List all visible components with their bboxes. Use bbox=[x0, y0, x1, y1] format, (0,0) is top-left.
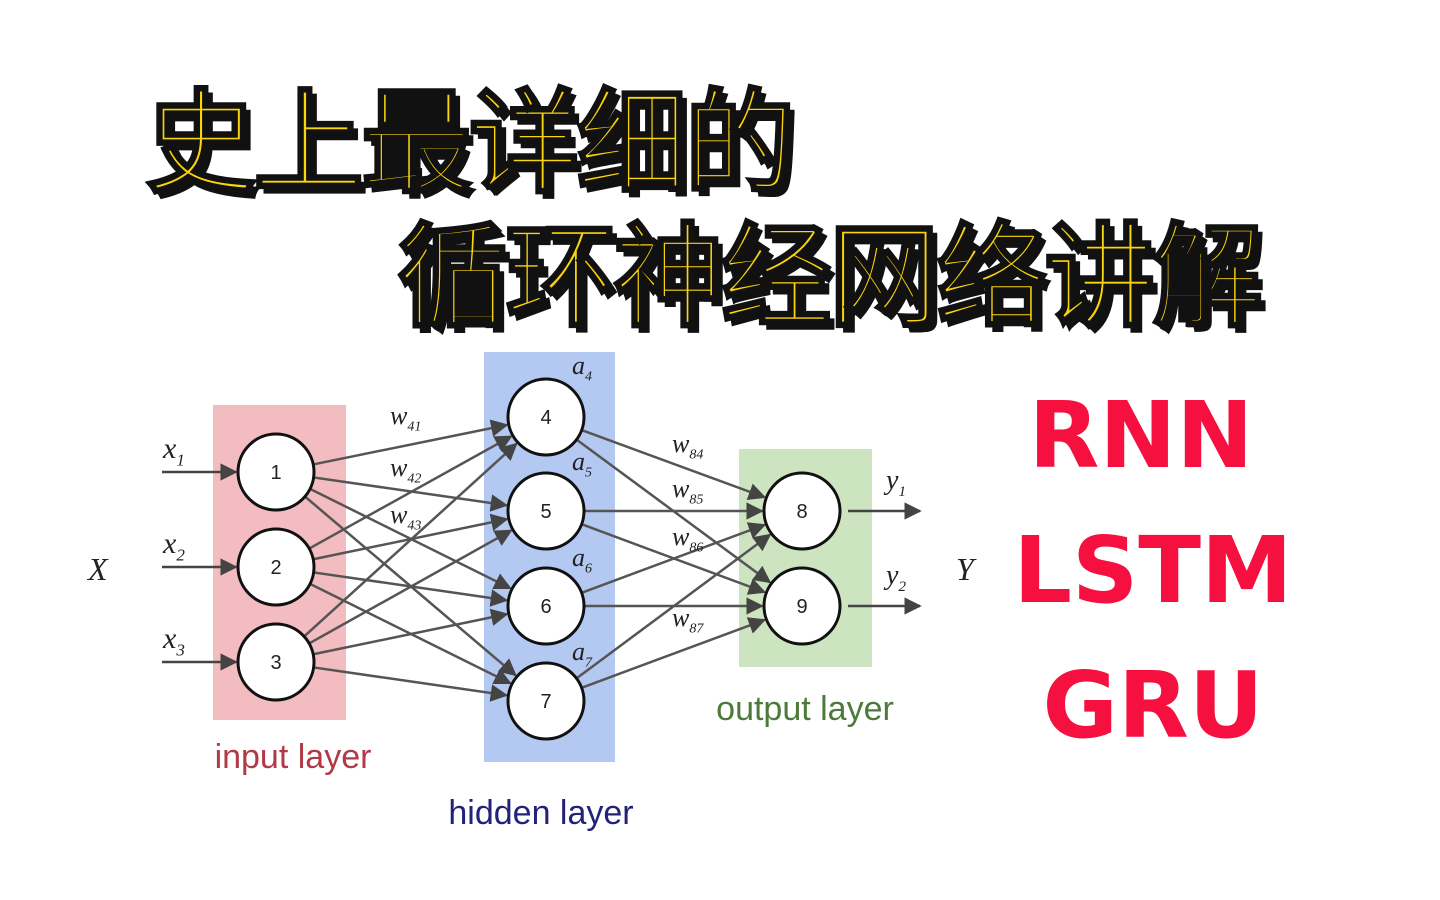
weight-label: w41 bbox=[390, 401, 421, 435]
title-line-1: 史上最详细的 bbox=[145, 79, 797, 209]
neuron-node bbox=[762, 566, 842, 646]
connection-edge bbox=[308, 435, 513, 550]
weight-label: w87 bbox=[672, 603, 704, 637]
weight-label: w85 bbox=[672, 474, 703, 508]
neuron-node bbox=[506, 661, 586, 741]
weight-label: w84 bbox=[672, 429, 703, 463]
weight-label: w86 bbox=[672, 522, 703, 556]
neuron-node bbox=[236, 622, 316, 702]
neuron-node bbox=[762, 471, 842, 551]
connection-edge bbox=[313, 666, 509, 702]
neuron-node bbox=[236, 432, 316, 512]
connection-edge bbox=[581, 428, 767, 500]
neuron-node bbox=[506, 471, 586, 551]
output-variable-label: y1 bbox=[883, 465, 906, 500]
connection-edge bbox=[312, 608, 509, 656]
input-variable-label: x3 bbox=[162, 622, 185, 660]
input-vector-symbol: X bbox=[86, 551, 109, 587]
input-variable-label: x1 bbox=[162, 432, 185, 470]
neuron-label: 7 bbox=[540, 691, 551, 713]
activation-label: a7 bbox=[572, 637, 593, 671]
connection-edge bbox=[581, 522, 767, 594]
activation-label: a4 bbox=[572, 351, 592, 385]
input-variable-label: x2 bbox=[162, 527, 185, 565]
neuron-label: 3 bbox=[270, 652, 281, 674]
title-line-2: 循环神经网络讲解 bbox=[397, 213, 1264, 343]
activation-label: a6 bbox=[572, 543, 592, 577]
neuron-label: 9 bbox=[796, 596, 807, 618]
connection-edge bbox=[308, 529, 513, 645]
neuron-node bbox=[236, 527, 316, 607]
acronym-gru: GRU bbox=[1042, 652, 1264, 759]
neuron-label: 4 bbox=[540, 407, 551, 429]
output-vector-symbol: Y bbox=[956, 551, 977, 587]
connection-edge bbox=[581, 617, 767, 689]
weight-label: w42 bbox=[390, 453, 421, 487]
layer-name-label: hidden layer bbox=[448, 794, 633, 832]
layer-name-label: input layer bbox=[215, 738, 372, 776]
acronym-rnn: RNN bbox=[1028, 382, 1254, 489]
connection-edge bbox=[312, 419, 509, 466]
connection-edge bbox=[303, 442, 518, 638]
acronym-lstm: LSTM bbox=[1013, 517, 1293, 624]
neuron-node bbox=[506, 566, 586, 646]
weight-label: w43 bbox=[390, 500, 421, 534]
output-variable-label: y2 bbox=[883, 560, 906, 595]
connection-edge bbox=[575, 533, 772, 680]
neuron-label: 5 bbox=[540, 501, 551, 523]
neuron-node bbox=[506, 377, 586, 457]
activation-label: a5 bbox=[572, 447, 592, 481]
neuron-label: 1 bbox=[270, 462, 281, 484]
neuron-label: 8 bbox=[796, 501, 807, 523]
layer-name-label: output layer bbox=[716, 690, 894, 728]
neuron-label: 6 bbox=[540, 596, 551, 618]
neuron-label: 2 bbox=[270, 557, 281, 579]
